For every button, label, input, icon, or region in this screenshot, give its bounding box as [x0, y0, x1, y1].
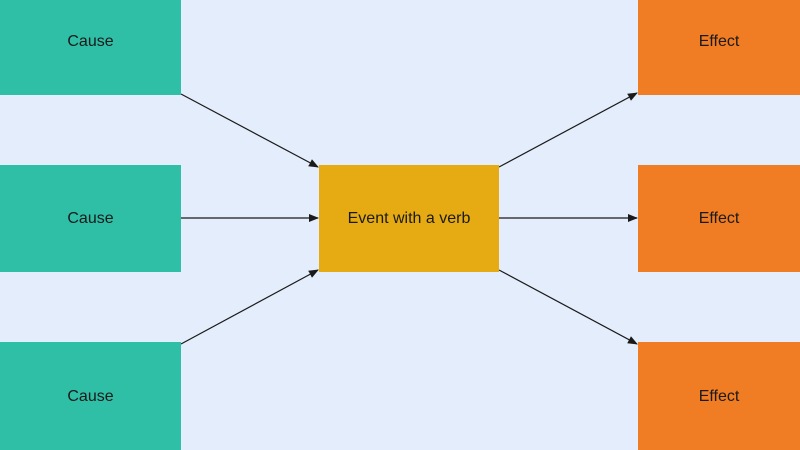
edge-event-to-effect-3 — [498, 269, 638, 345]
edge-event-to-effect-1 — [498, 92, 638, 168]
cause-node[interactable]: Cause — [0, 0, 181, 95]
cause-label: Cause — [67, 32, 114, 50]
cause-label: Cause — [67, 388, 114, 405]
event-label: Event with a verb — [347, 209, 471, 227]
cause-node[interactable]: Cause — [0, 165, 181, 272]
effect-node[interactable]: Effect — [638, 0, 800, 95]
cause-label: Cause — [67, 209, 114, 227]
effect-label: Effect — [698, 32, 740, 50]
edge-cause-1-to-event — [180, 93, 319, 168]
cause-node[interactable]: Cause — [0, 342, 181, 450]
effect-label: Effect — [698, 388, 740, 405]
event-node[interactable]: Event with a verb — [319, 165, 499, 272]
edge-cause-3-to-event — [180, 269, 319, 345]
effect-node[interactable]: Effect — [638, 342, 800, 450]
effect-node[interactable]: Effect — [638, 165, 800, 272]
effect-label: Effect — [698, 209, 740, 227]
